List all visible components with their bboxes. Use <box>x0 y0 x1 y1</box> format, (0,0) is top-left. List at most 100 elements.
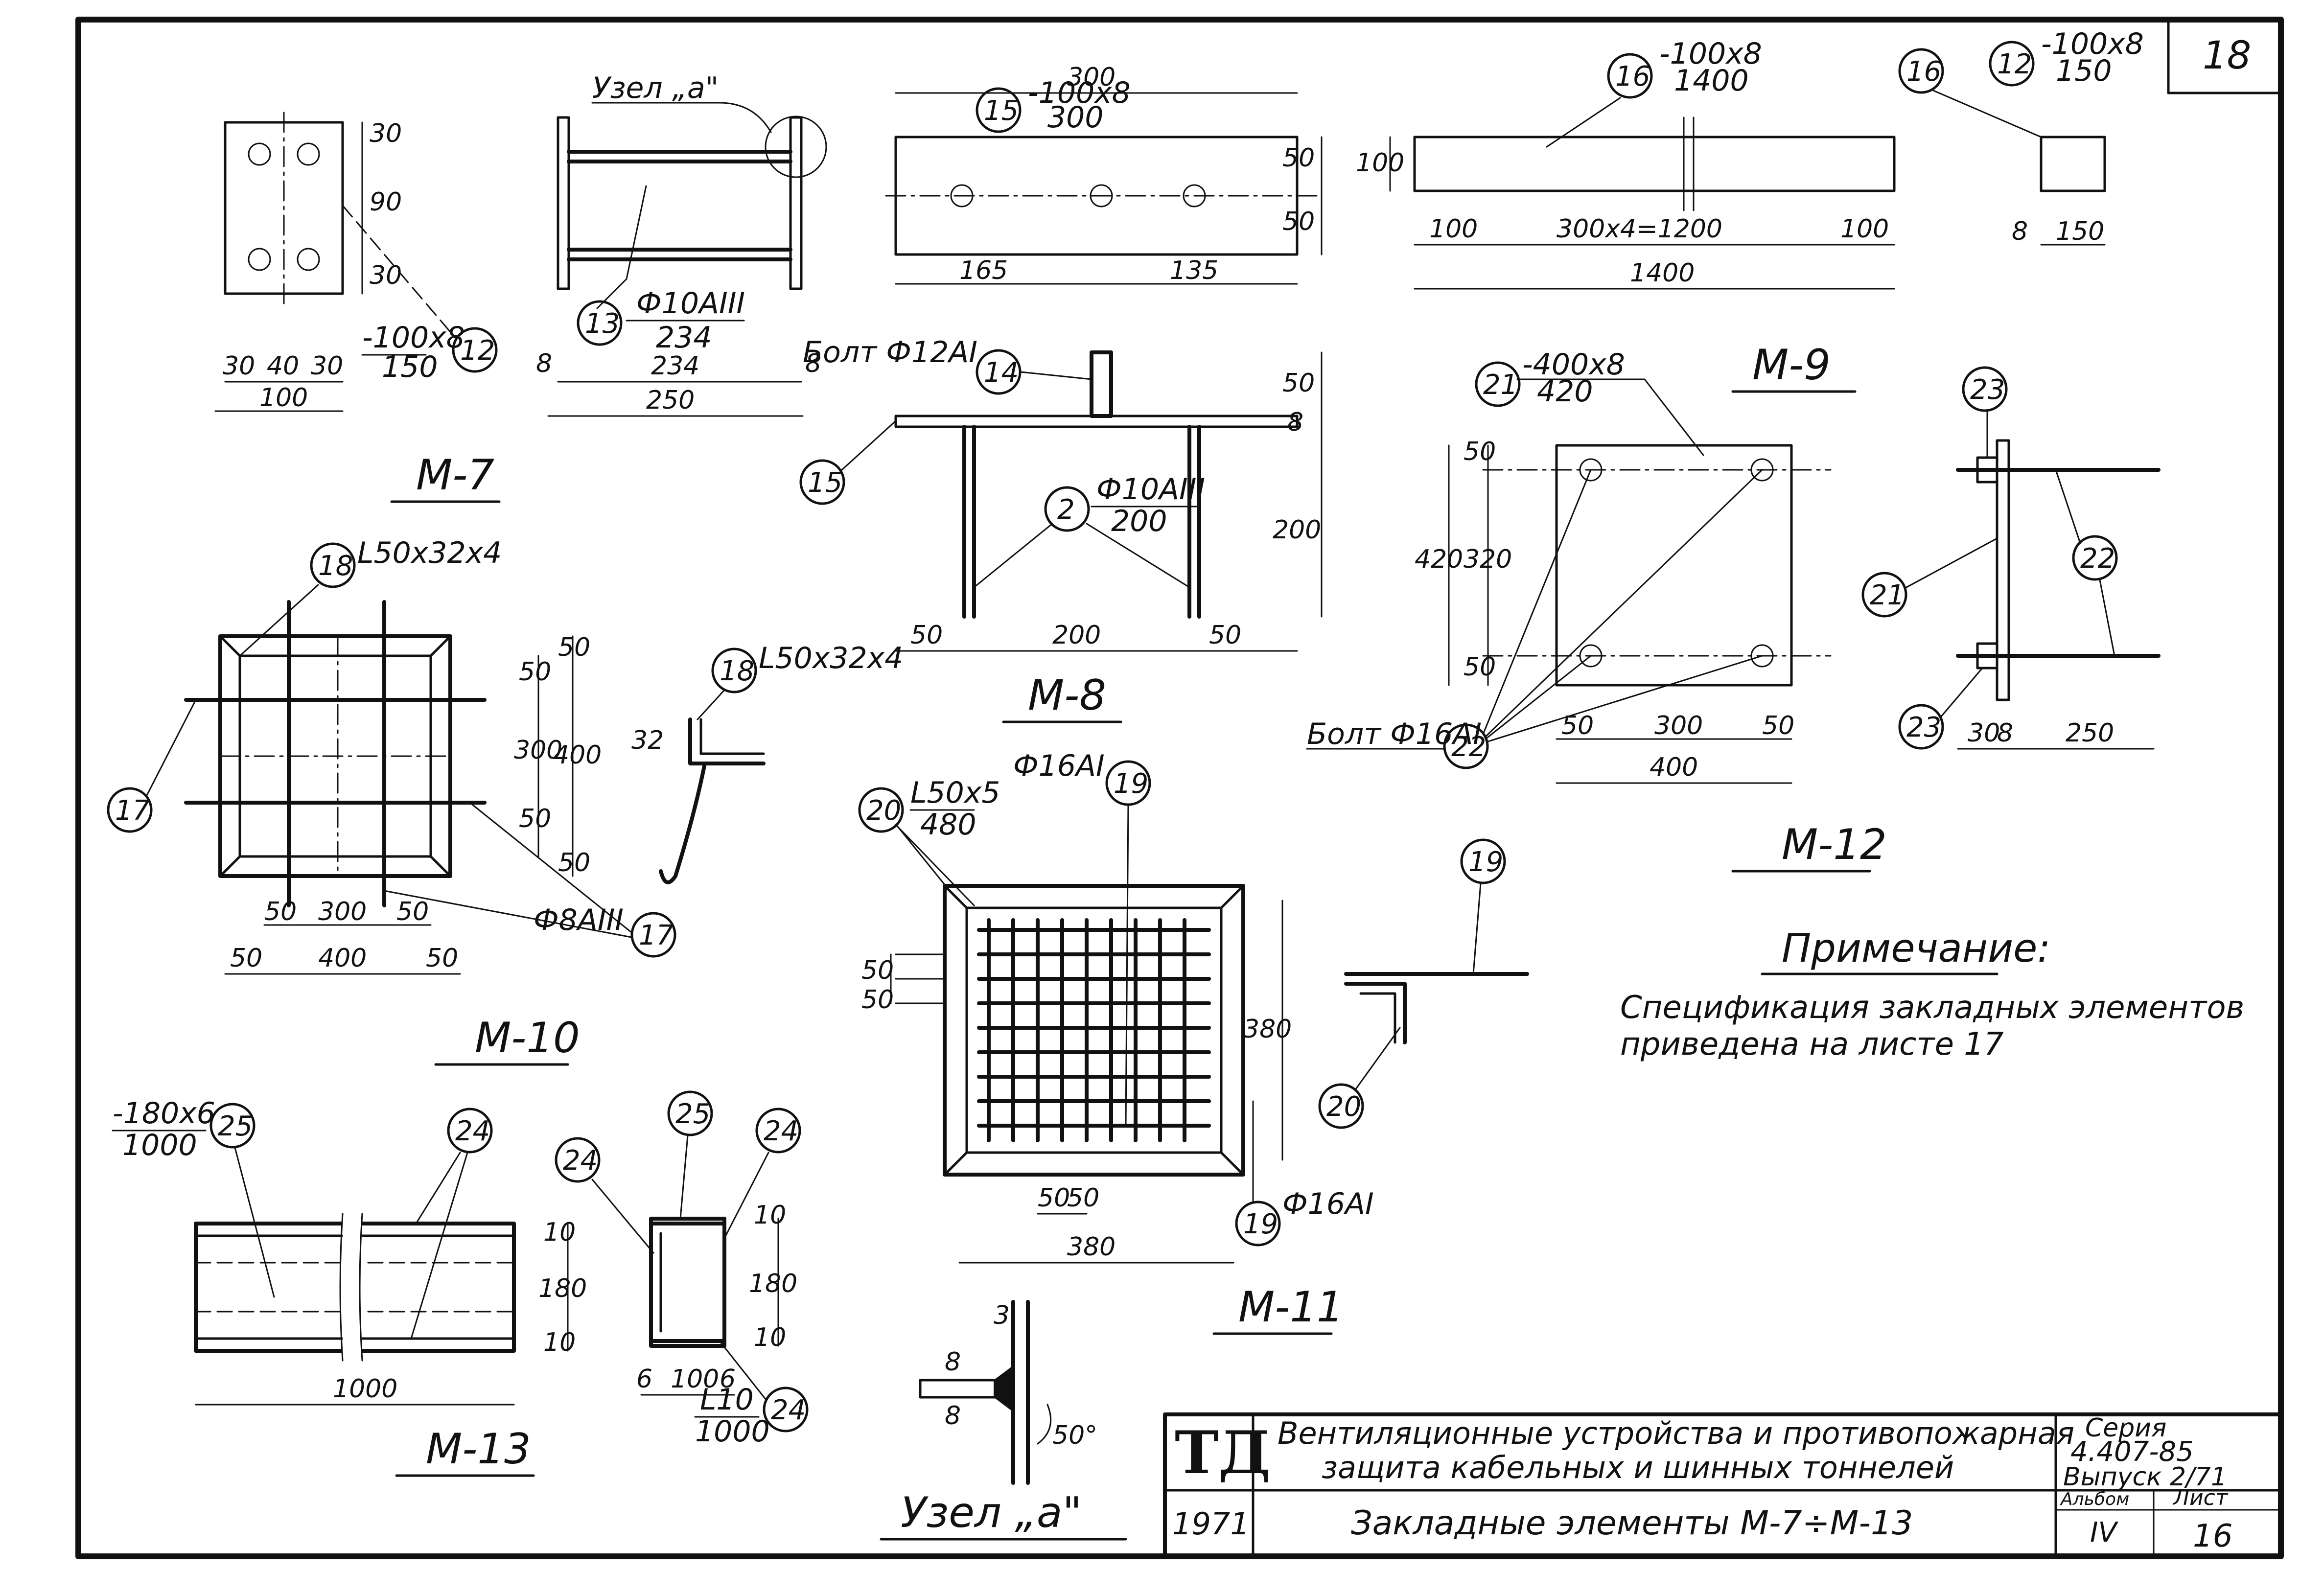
m12-plate-length: 420 <box>1537 374 1593 409</box>
m9-plate-label: -100х8 <box>1659 37 1762 71</box>
project-line-1: Вентиляционные устройства и противопожар… <box>1278 1415 2074 1451</box>
position-number: 17 <box>639 920 674 951</box>
position-bubble: 16 <box>1898 48 1944 94</box>
node-a-dim: 50° <box>1052 1421 1097 1450</box>
m9-short-plate-length: 150 <box>2056 54 2112 88</box>
m12-side-assembly <box>1956 439 2161 701</box>
view-node-a: 3 8 8 50° Узел „а" <box>880 1300 1127 1541</box>
position-number: 13 <box>585 308 620 340</box>
m7-dim: 90 <box>370 187 402 217</box>
m9-dim: 1400 <box>1630 258 1695 288</box>
m10-dim: 400 <box>553 740 602 770</box>
position-bubble: 24 <box>755 1108 801 1154</box>
m11-rod-label: Ф16АI <box>1013 749 1105 783</box>
m12-title: М-12 <box>1782 820 1887 869</box>
m11-title: М-11 <box>1238 1283 1344 1332</box>
m12-dim: 8 <box>1997 718 2013 748</box>
m10-dim: 400 <box>318 944 367 973</box>
m9-dim: 150 <box>2056 217 2104 246</box>
position-number: 12 <box>460 335 495 367</box>
position-bubble: 24 <box>763 1387 809 1433</box>
m13-dim: 180 <box>749 1269 797 1298</box>
m13-dim: 6 <box>636 1364 652 1394</box>
m12-bolt-label: Болт Ф16АI <box>1307 717 1482 751</box>
m7-rod-label: Ф10АIII <box>636 286 745 321</box>
position-number: 24 <box>455 1115 490 1147</box>
m12-dim: 320 <box>1464 545 1512 574</box>
m12-dim: 50 <box>1464 652 1496 682</box>
m7-dim: 8 <box>805 349 821 378</box>
sheet-number: 18 <box>2203 34 2251 78</box>
m7-rod-length: 234 <box>656 321 712 355</box>
position-number: 19 <box>1468 846 1503 878</box>
view-m12: 50 320 50 420 50 300 50 400 21 -400х8 42… <box>1306 347 2161 873</box>
view-m9: 100 100 300х4=1200 100 1400 16 -100х8 14… <box>1356 27 2144 393</box>
m13-dim: 100 <box>671 1364 719 1394</box>
position-number: 16 <box>1906 56 1941 88</box>
note-heading: Примечание: <box>1782 925 2050 971</box>
m10-dim: 50 <box>519 804 551 833</box>
position-number: 2 <box>1057 494 1075 526</box>
m10-dim: 50 <box>264 897 297 926</box>
position-number: 16 <box>1615 61 1650 92</box>
publisher-logo: ТД <box>1175 1418 1271 1487</box>
m11-dim: 50 <box>861 985 894 1015</box>
sheet-label: Лист <box>2172 1485 2229 1510</box>
position-bubble: 21 <box>1861 572 1907 618</box>
m10-dim: 50 <box>426 944 458 973</box>
position-bubble: 25 <box>209 1103 256 1149</box>
position-number: 19 <box>1114 768 1148 800</box>
m12-plate-label: -400х8 <box>1522 347 1625 382</box>
position-number: 24 <box>563 1145 598 1177</box>
m8-dim: 8 <box>1287 408 1303 437</box>
m11-dim: 50 <box>1067 1183 1099 1213</box>
m12-dim: 250 <box>2066 718 2114 748</box>
m7-dim: 8 <box>536 349 552 378</box>
view-m8: 300 50 50 165 135 15 -100х8 300 Болт Ф12… <box>799 63 1323 723</box>
m13-plate-length: 1000 <box>122 1128 197 1162</box>
position-number: 21 <box>1870 579 1905 611</box>
m11-grid <box>977 918 1211 1142</box>
m13-title: М-13 <box>426 1425 531 1474</box>
position-bubble: 16 <box>1607 53 1653 99</box>
position-number: 20 <box>866 795 901 827</box>
position-bubble: 24 <box>555 1137 601 1183</box>
album-value: IV <box>2090 1517 2119 1549</box>
m8-rod-length: 200 <box>1111 504 1167 538</box>
album-label: Альбом <box>2060 1489 2129 1509</box>
position-number: 21 <box>1483 369 1518 401</box>
m7-dim: 30 <box>311 351 343 381</box>
note-line-2: приведена на листе 17 <box>1620 1026 2004 1063</box>
m11-dim: 380 <box>1243 1015 1292 1044</box>
m9-dim: 100 <box>1356 148 1404 178</box>
view-m13: 10 180 10 1000 -180х6 1000 25 24 10 180 … <box>112 1090 809 1477</box>
m10-dim: 50 <box>558 633 590 662</box>
m8-dim: 50 <box>1282 369 1315 398</box>
issue-label: Выпуск 2/71 <box>2063 1462 2227 1492</box>
m13-dim: 10 <box>754 1201 786 1230</box>
m9-plate-length: 1400 <box>1674 64 1749 98</box>
m13-section <box>649 1217 726 1348</box>
drawing-title: Закладные элементы М-7÷М-13 <box>1351 1504 1913 1543</box>
m11-dim: 380 <box>1067 1232 1116 1262</box>
view-m11: 50 50 380 50 50 380 20 L50х5 480 Ф16АI 1… <box>858 749 1529 1335</box>
m7-node-label: Узел „а" <box>592 71 719 105</box>
position-number: 23 <box>1906 712 1941 743</box>
note-line-1: Спецификация закладных элементов <box>1620 990 2244 1026</box>
m11-angle-detail <box>1344 972 1529 1044</box>
position-bubble: 23 <box>1898 704 1944 750</box>
node-a-dim: 3 <box>994 1301 1010 1330</box>
m10-dim: 50 <box>396 897 429 926</box>
m10-dim: 50 <box>558 848 590 878</box>
position-number: 25 <box>675 1098 710 1130</box>
m10-rod-label: Ф8АIII <box>534 903 624 937</box>
m12-dim: 30 <box>1968 718 2000 748</box>
m10-angle-label-2: L50х32х4 <box>759 641 903 675</box>
m13-channel-length: 1000 <box>695 1414 770 1449</box>
m7-dim: 234 <box>651 351 699 381</box>
position-bubble: 25 <box>667 1090 713 1136</box>
position-bubble: 19 <box>1235 1201 1281 1247</box>
sheet-value: 16 <box>2193 1518 2232 1554</box>
m9-title: М-9 <box>1752 341 1831 390</box>
m8-dim: 200 <box>1052 621 1101 650</box>
